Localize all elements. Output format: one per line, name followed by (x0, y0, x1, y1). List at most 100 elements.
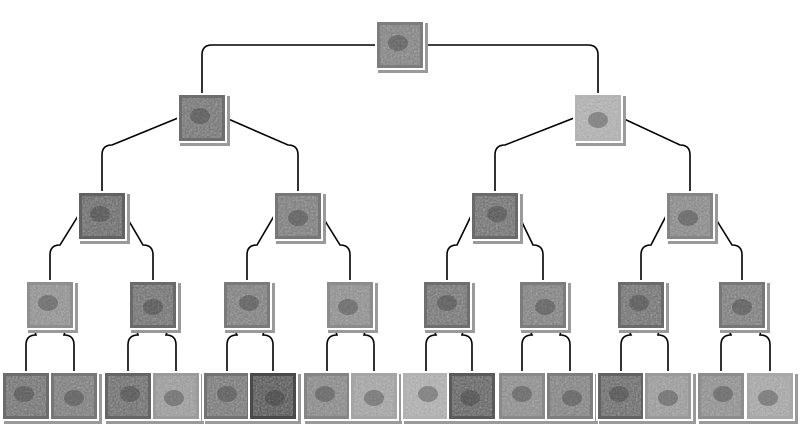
filter-visualization-node (103, 371, 156, 424)
tree-edge (518, 304, 534, 372)
filter-visualization-node (349, 371, 402, 424)
node-pattern (14, 386, 34, 402)
tree-edge (640, 215, 667, 281)
tree-edge (225, 117, 299, 192)
tree-edge (325, 304, 339, 372)
node-texture (227, 285, 267, 325)
tree-edge (424, 44, 599, 94)
node-pattern (732, 299, 752, 315)
node-texture (722, 285, 762, 325)
node-pattern (190, 108, 210, 124)
node-pattern (265, 390, 285, 406)
filter-visualization-node (325, 280, 378, 333)
tree-edge (125, 215, 154, 281)
filter-visualization-node (177, 93, 230, 146)
filter-visualization-node (25, 280, 78, 333)
filter-visualization-node (49, 371, 102, 424)
node-pattern (64, 390, 84, 406)
node-pattern (629, 295, 649, 311)
tree-edge (621, 117, 691, 192)
tree-edge (713, 215, 743, 281)
node-texture (182, 98, 222, 138)
node-texture (82, 196, 122, 236)
node-pattern (658, 390, 678, 406)
filter-visualization-node (470, 191, 523, 244)
node-texture (523, 285, 563, 325)
filter-visualization-node (375, 20, 428, 73)
filter-visualization-node (222, 280, 275, 333)
node-texture (6, 376, 46, 416)
tree-edge (446, 215, 472, 281)
node-pattern (217, 386, 237, 402)
node-texture (475, 196, 515, 236)
node-pattern (288, 210, 308, 226)
filter-visualization-node (717, 280, 770, 333)
tree-edge (222, 304, 239, 372)
node-texture (502, 376, 542, 416)
filter-visualization-node (128, 280, 181, 333)
node-pattern (388, 35, 408, 51)
node-pattern (487, 206, 507, 222)
tree-edge (558, 304, 571, 372)
filter-visualization-node (151, 371, 204, 424)
filter-visualization-node (745, 371, 798, 424)
node-pattern (364, 390, 384, 406)
tree-edge (101, 117, 179, 192)
node-texture (578, 98, 618, 138)
node-pattern (90, 206, 110, 222)
node-texture (427, 285, 467, 325)
node-texture (207, 376, 247, 416)
node-texture (701, 376, 741, 416)
filter-visualization-node (422, 280, 475, 333)
filter-visualization-node (248, 371, 301, 424)
tree-edge (494, 117, 575, 192)
node-texture (406, 376, 446, 416)
node-pattern (418, 386, 438, 402)
node-pattern (338, 299, 358, 315)
node-pattern (758, 390, 778, 406)
node-pattern (678, 210, 698, 226)
node-pattern (315, 386, 335, 402)
node-texture (278, 196, 318, 236)
tree-edge (616, 304, 633, 372)
filter-visualization-node (302, 371, 355, 424)
node-texture (133, 285, 173, 325)
filter-visualization-node (573, 93, 626, 146)
tree-edge (656, 304, 669, 372)
filter-visualization-node (497, 371, 550, 424)
filter-visualization-node (447, 371, 500, 424)
node-texture (354, 376, 394, 416)
node-texture (750, 376, 790, 416)
tree-edges (25, 44, 771, 372)
node-texture (54, 376, 94, 416)
node-pattern (143, 299, 163, 315)
tree-edge (25, 304, 38, 372)
node-pattern (609, 386, 629, 402)
tree-edge (201, 44, 376, 94)
node-pattern (164, 390, 184, 406)
node-texture (30, 285, 70, 325)
node-texture (380, 25, 420, 65)
node-texture (156, 376, 196, 416)
node-pattern (437, 295, 457, 311)
tree-edge (362, 304, 375, 372)
tree-edge (321, 215, 351, 281)
node-texture (452, 376, 492, 416)
tree-edge (127, 304, 140, 372)
tree-nodes (1, 20, 798, 424)
node-texture (670, 196, 710, 236)
node-texture (253, 376, 293, 416)
tree-edge (261, 304, 274, 372)
filter-visualization-node (643, 371, 696, 424)
node-pattern (512, 386, 532, 402)
filter-visualization-node (1, 371, 54, 424)
node-texture (307, 376, 347, 416)
tree-edge (422, 304, 438, 372)
tree-edge (518, 215, 544, 281)
node-texture (108, 376, 148, 416)
node-texture (550, 376, 590, 416)
node-pattern (562, 390, 582, 406)
node-texture (648, 376, 688, 416)
filter-visualization-node (518, 280, 571, 333)
tree-edge (759, 304, 771, 372)
